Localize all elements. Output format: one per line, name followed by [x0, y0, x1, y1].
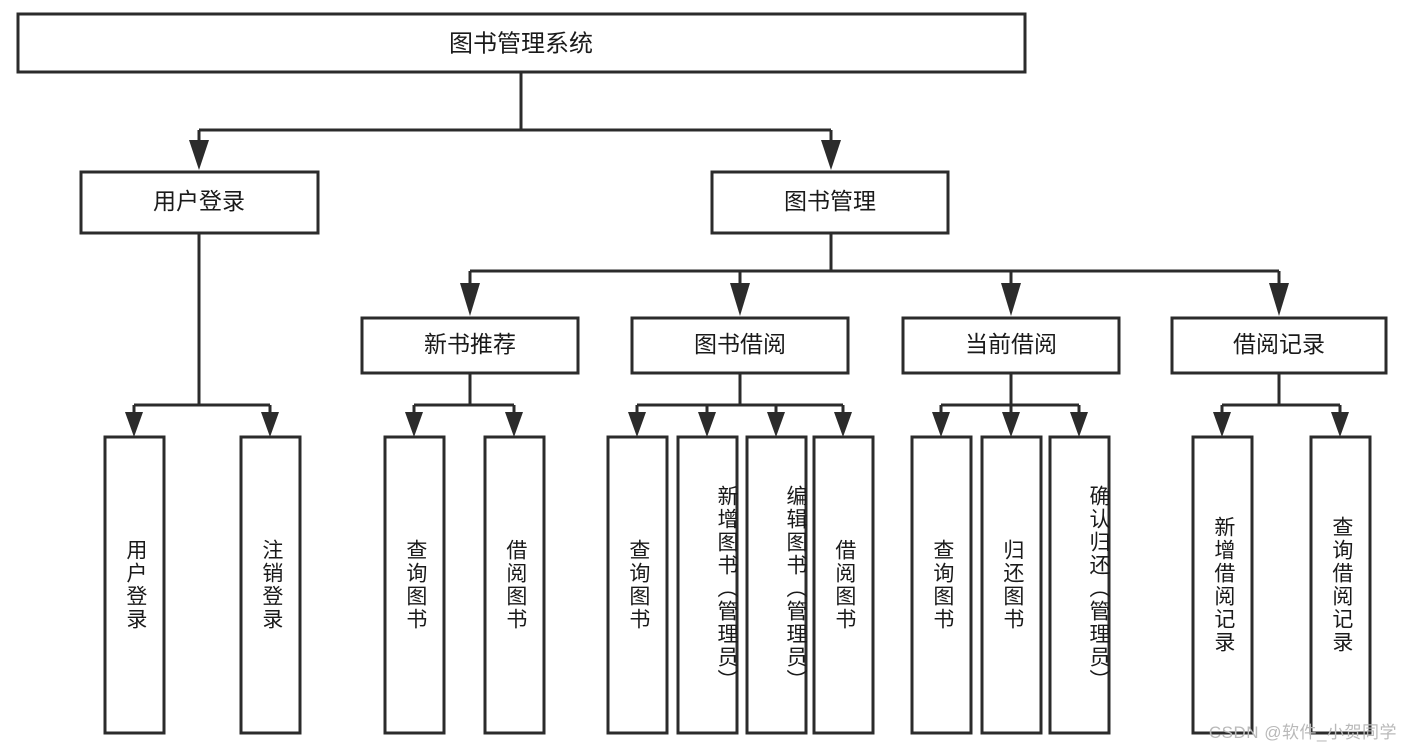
node-borrow-record[interactable]: 借阅记录: [1170, 316, 1388, 375]
node-root-box[interactable]: [16, 12, 1027, 74]
node-leaf-borrow-book-2-box[interactable]: [812, 435, 875, 735]
arrow-head-leaf-return-book: [1002, 412, 1020, 437]
node-new-book-recommend-label: 新书推荐: [424, 331, 516, 357]
arrow-head-leaf-query-borrow-record: [1331, 412, 1349, 437]
node-user-login-box[interactable]: [79, 170, 320, 235]
connector-newbook-to-leaves: [405, 373, 523, 437]
arrow-head-leaf-add-borrow-record: [1213, 412, 1231, 437]
connector-bookborrow-to-leaves: [628, 373, 852, 437]
node-user-login[interactable]: 用户登录: [79, 170, 320, 235]
arrow-head-leaf-query-book-3: [932, 412, 950, 437]
connector-currentborrow-to-leaves: [932, 373, 1088, 437]
arrow-head-leaf-edit-book: [767, 412, 785, 437]
node-leaf-add-borrow-record-box[interactable]: [1191, 435, 1254, 735]
node-leaf-add-book-box[interactable]: [676, 435, 739, 735]
node-book-borrow-box[interactable]: [630, 316, 850, 375]
node-new-book-recommend-box[interactable]: [360, 316, 580, 375]
node-leaf-query-borrow-record-box[interactable]: [1309, 435, 1372, 735]
node-book-management-label: 图书管理: [784, 188, 876, 214]
node-book-management-box[interactable]: [710, 170, 950, 235]
node-book-borrow-label: 图书借阅: [694, 331, 786, 357]
node-user-login-label: 用户登录: [153, 188, 245, 214]
connector-bookmgmt-to-level3: [460, 233, 1289, 316]
connector-borrowrecord-to-leaves: [1213, 373, 1349, 437]
arrow-head-leaf-borrow-book-2: [834, 412, 852, 437]
arrow-head-current-borrow: [1001, 283, 1021, 316]
node-current-borrow-box[interactable]: [901, 316, 1121, 375]
arrow-head-leaf-confirm-return: [1070, 412, 1088, 437]
node-leaf-query-book-2-box[interactable]: [606, 435, 669, 735]
arrow-head-book-borrow: [730, 283, 750, 316]
node-leaf-query-book-3-box[interactable]: [910, 435, 973, 735]
arrow-head-leaf-query-book-2: [628, 412, 646, 437]
arrow-head-leaf-borrow-book-1: [505, 412, 523, 437]
node-book-management[interactable]: 图书管理: [710, 170, 950, 235]
arrow-head-leaf-add-book: [698, 412, 716, 437]
node-leaf-confirm-return-box[interactable]: [1048, 435, 1111, 735]
node-borrow-record-label: 借阅记录: [1233, 331, 1325, 357]
node-book-borrow[interactable]: 图书借阅: [630, 316, 850, 375]
node-leaf-return-book-box[interactable]: [980, 435, 1043, 735]
arrow-head-leaf-logout-login: [261, 412, 279, 437]
arrow-head-borrow-record: [1269, 283, 1289, 316]
arrow-head-leaf-query-book-1: [405, 412, 423, 437]
arrow-head-new-book-recommend: [460, 283, 480, 316]
node-current-borrow-label: 当前借阅: [965, 331, 1057, 357]
arrow-head-leaf-user-login: [125, 412, 143, 437]
watermark-text: CSDN @软件_小贺同学: [1208, 723, 1397, 742]
node-current-borrow[interactable]: 当前借阅: [901, 316, 1121, 375]
node-leaf-edit-book-box[interactable]: [745, 435, 808, 735]
node-leaf-logout-login-box[interactable]: [239, 435, 302, 735]
node-new-book-recommend[interactable]: 新书推荐: [360, 316, 580, 375]
connector-userlogin-to-leaves: [125, 233, 279, 437]
node-root[interactable]: 图书管理系统: [16, 12, 1027, 74]
node-leaf-borrow-book-1-box[interactable]: [483, 435, 546, 735]
node-leaf-query-book-1-box[interactable]: [383, 435, 446, 735]
node-borrow-record-box[interactable]: [1170, 316, 1388, 375]
node-leaf-user-login-box[interactable]: [103, 435, 166, 735]
arrow-head-user-login: [189, 140, 209, 170]
connector-root-to-level2: [189, 72, 841, 170]
arrow-head-book-management: [821, 140, 841, 170]
node-root-label: 图书管理系统: [449, 30, 593, 57]
